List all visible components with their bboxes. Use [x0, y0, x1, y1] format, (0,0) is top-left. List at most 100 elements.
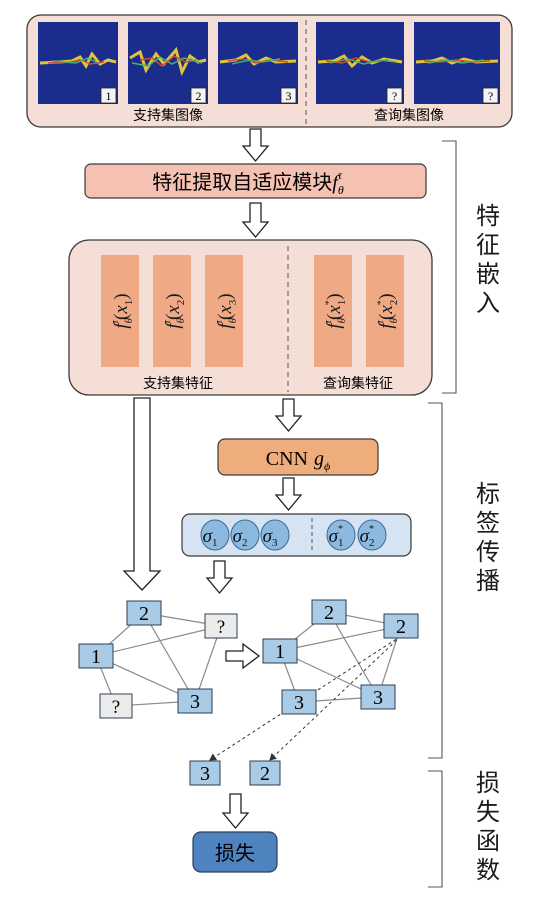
module-subscript: θ	[338, 183, 344, 197]
graph-node-query: ?	[204, 613, 238, 639]
flow-arrow-down	[241, 202, 270, 239]
support-features-caption: 支持集特征	[143, 375, 213, 392]
module-label: 特征提取自适应模块	[152, 170, 332, 194]
query-features-caption: 查询集特征	[323, 375, 393, 392]
graph-node-label: 3	[190, 691, 200, 713]
graph-node: 3	[281, 689, 317, 715]
feature-bar: fθτ(x1)	[101, 255, 139, 367]
module-superscript: τ	[338, 168, 343, 182]
feature-bar-label: fθτ(x2)	[161, 293, 187, 328]
module-symbol: f	[332, 172, 340, 194]
graph-before: 2 ? 1 ? 3	[78, 600, 238, 719]
flow-arrow-down	[205, 560, 234, 595]
query-image: ?	[316, 22, 404, 104]
graph-node: 3	[360, 684, 396, 710]
support-sigma: σ1	[200, 519, 230, 551]
prediction-edges	[209, 635, 402, 761]
predicted-labels: 3 2	[189, 760, 281, 786]
section-label-char: 播	[476, 567, 500, 595]
graph-node-label: 2	[324, 602, 334, 624]
graph-node: 1	[78, 643, 114, 669]
feature-extraction-module: 特征提取自适应模块fθτ	[84, 163, 427, 199]
predicted-label-node: 2	[249, 760, 281, 786]
svg-text:σ*2: σ*2	[360, 524, 375, 549]
query-sigma: σ*1	[326, 519, 356, 551]
graph-node-label: ?	[112, 697, 120, 718]
support-images-caption: 支持集图像	[133, 107, 203, 124]
query-sigma: σ*2	[357, 519, 387, 551]
feature-bar: fθτ(x2)	[153, 255, 191, 367]
flow-arrow-down	[274, 398, 303, 433]
graph-node-label: 1	[275, 641, 285, 663]
graph-after: 2 2 1 3 3	[262, 599, 419, 715]
svg-text:σ3: σ3	[263, 526, 278, 549]
long-flow-arrow	[122, 397, 162, 591]
feature-bar: fθτ(x*1)	[314, 255, 352, 367]
query-image-mark: ?	[392, 89, 397, 103]
cnn-symbol: g	[314, 448, 324, 470]
graph-node: 3	[177, 688, 213, 714]
graph-node: 2	[383, 613, 419, 639]
graph-node: 2	[126, 600, 162, 626]
support-image-number: 3	[286, 89, 292, 103]
cnn-label: CNN	[266, 448, 308, 470]
section-label-char: 传	[476, 538, 500, 566]
support-image-number: 1	[106, 89, 112, 103]
loss-node: 损失	[192, 831, 278, 873]
svg-text:σ*1: σ*1	[329, 524, 344, 549]
section-label-char: 函	[476, 827, 500, 855]
feature-bar-label: fθτ(x1)	[109, 293, 135, 328]
section-label-char: 标	[476, 480, 500, 508]
graph-node-label: 3	[294, 692, 304, 714]
query-images-caption: 查询集图像	[374, 107, 444, 124]
graph-node-label: 3	[373, 687, 383, 709]
svg-text:σ2: σ2	[233, 526, 248, 549]
predicted-label: 2	[260, 763, 270, 785]
flow-arrow-down	[241, 128, 270, 163]
support-image: 3	[218, 22, 298, 104]
graph-node-label: 2	[396, 616, 406, 638]
section-label-char: 征	[476, 231, 500, 259]
section-label-char: 特	[476, 202, 500, 230]
query-image: ?	[414, 22, 500, 104]
feature-bar-label: fθτ(x*1)	[322, 293, 348, 328]
feature-bar: fθτ(x*2)	[366, 255, 404, 367]
graph-node-label: 1	[91, 646, 101, 668]
graph-node: 1	[262, 638, 298, 664]
support-sigma: σ3	[260, 519, 290, 551]
query-image-mark: ?	[488, 89, 493, 103]
section-label-char: 签	[476, 509, 500, 537]
feature-bar-label: fθτ(x*2)	[374, 293, 400, 328]
svg-text:特征提取自适应模块fθτ: 特征提取自适应模块fθτ	[152, 168, 344, 197]
loss-label: 损失	[215, 841, 255, 865]
support-images-group: 1 2 3 支持集图像	[38, 22, 298, 124]
embedding-bracket	[442, 140, 457, 394]
graph-node-label: ?	[217, 617, 225, 638]
svg-text:σ1: σ1	[203, 526, 218, 549]
propagation-bracket	[428, 402, 443, 759]
section-label-char: 数	[476, 856, 500, 884]
feature-bar-label: fθτ(x3)	[213, 293, 239, 328]
support-image: 2	[128, 22, 208, 104]
graph-node: 2	[311, 599, 347, 625]
feature-bars: fθτ(x1) fθτ(x2) fθτ(x3) fθτ(x*1) fθτ(x*2)	[101, 255, 404, 367]
loss-fn-bracket	[428, 770, 443, 888]
support-image: 1	[38, 22, 118, 104]
flow-arrow-right	[225, 642, 261, 670]
support-sigma: σ2	[230, 519, 260, 551]
section-label-char: 入	[476, 289, 500, 317]
sigma-nodes: σ1 σ2 σ3 σ*1 σ*2	[200, 519, 387, 551]
graph-node-query: ?	[99, 693, 133, 719]
support-image-number: 2	[196, 89, 202, 103]
predicted-label: 3	[200, 763, 210, 785]
graph-node-label: 2	[139, 603, 149, 625]
feature-bar: fθτ(x3)	[205, 255, 243, 367]
section-label-char: 损	[476, 769, 500, 797]
